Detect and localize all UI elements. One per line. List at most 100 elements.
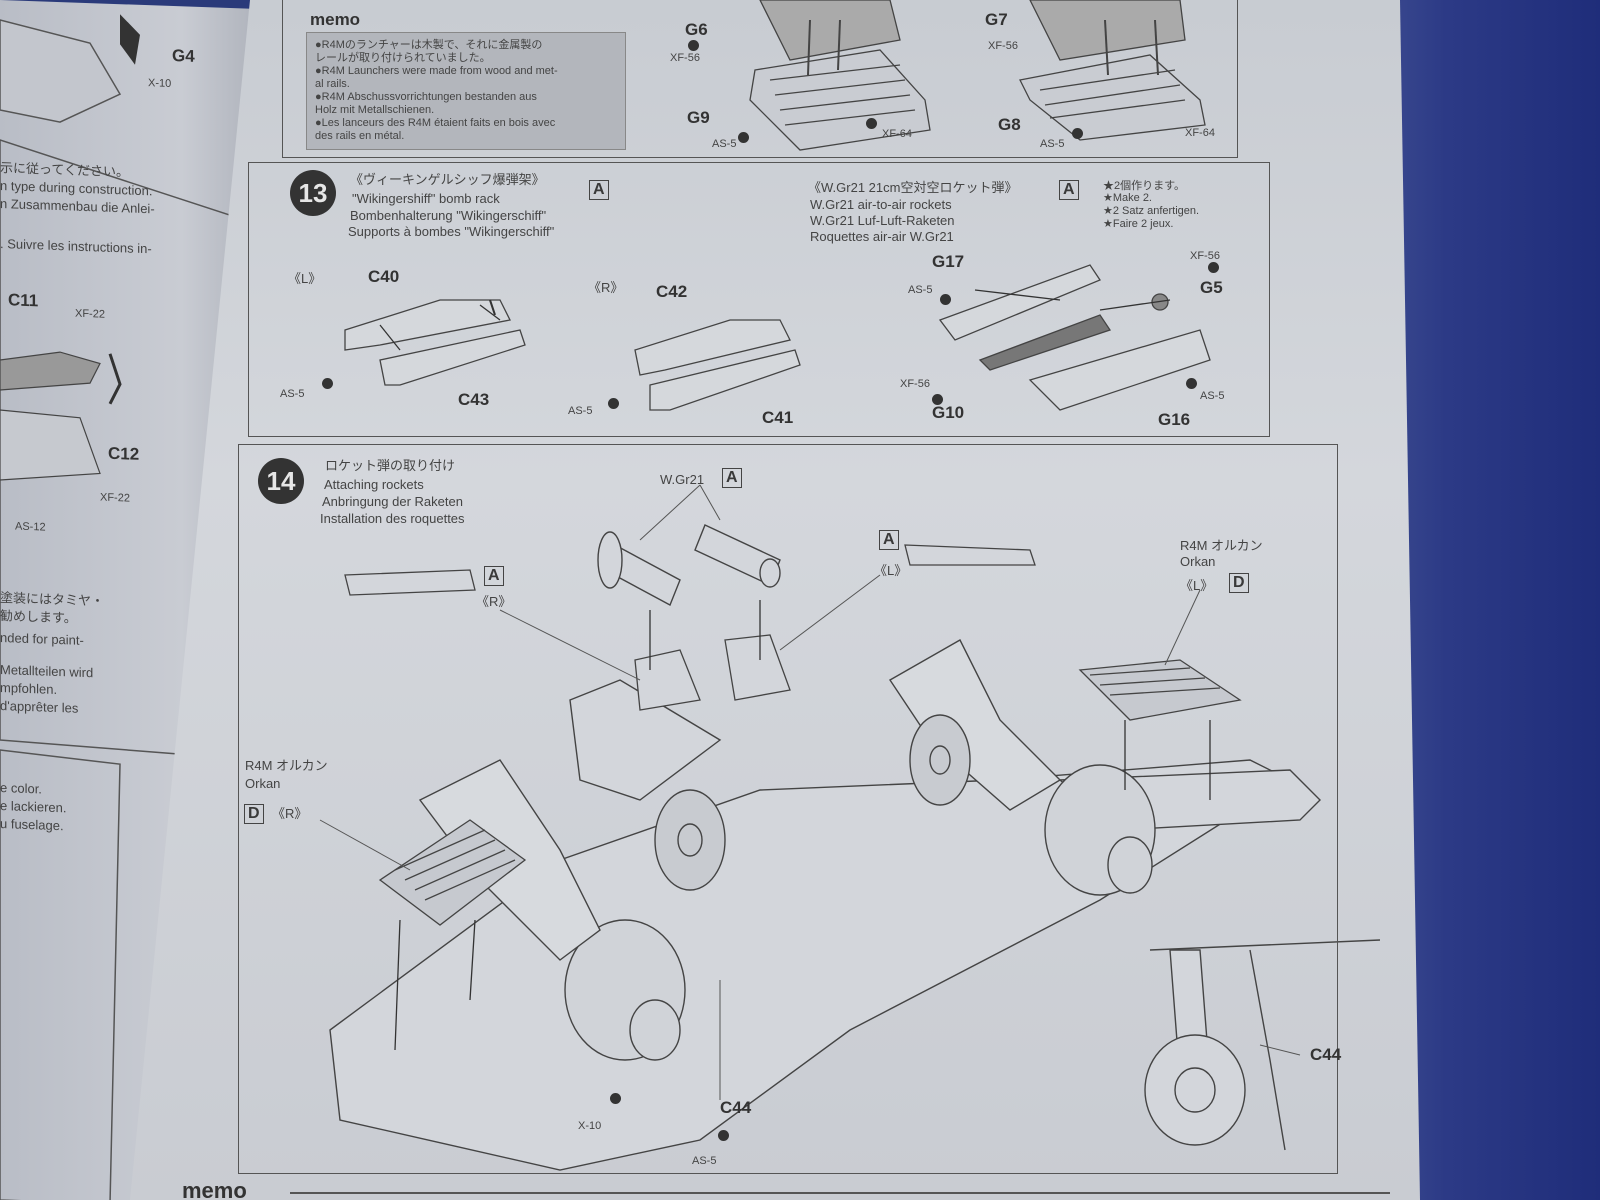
paint-as5-g17: AS-5 xyxy=(908,284,933,296)
part-g7: G7 xyxy=(985,10,1008,29)
step13-badge-a: A xyxy=(589,180,609,200)
orkan-rack-top-left xyxy=(749,0,931,151)
part-g17: G17 xyxy=(932,252,965,271)
step14-frame xyxy=(238,444,1338,1174)
part-g10: G10 xyxy=(932,403,965,422)
rocket-title-de: W.Gr21 Luf-Luft-Raketen xyxy=(810,213,955,228)
step13-title-en: "Wikingershiff" bomb rack xyxy=(352,191,500,206)
step14-title-en: Attaching rockets xyxy=(324,477,424,492)
rocket-tubes-wgr21 xyxy=(597,524,781,606)
paint-as5-c44: AS-5 xyxy=(692,1155,717,1167)
top-section-frame xyxy=(282,0,1238,158)
step13-title-de: Bombenhalterung "Wikingerschiff" xyxy=(350,208,547,223)
paint-dot xyxy=(322,378,333,389)
part-c43: C43 xyxy=(458,390,490,409)
step14-number: 14 xyxy=(258,458,304,504)
part-g5: G5 xyxy=(1200,278,1223,297)
rocket-badge-a: A xyxy=(1059,180,1079,200)
make2-de: ★2 Satz anfertigen. xyxy=(1103,205,1200,217)
make2-en: ★Make 2. xyxy=(1103,192,1152,204)
orkan-rack-top-right xyxy=(1019,0,1206,141)
memo-line-8: des rails en métal. xyxy=(315,130,405,142)
part-g9: G9 xyxy=(687,108,710,127)
paint-xf64-a: XF-64 xyxy=(882,128,912,140)
paint-dot xyxy=(738,132,749,143)
memo-line-4: al rails. xyxy=(315,78,350,90)
left-page-drawings xyxy=(0,14,241,1200)
side-l-orkan: 《L》 xyxy=(1180,578,1214,593)
step13-side-l: 《L》 xyxy=(288,271,322,286)
paint-dot xyxy=(688,40,699,51)
paint-dot xyxy=(610,1093,621,1104)
bomb-racks-small xyxy=(344,544,1036,711)
badge-d-right: D xyxy=(244,804,264,824)
rocket-title-jp: 《W.Gr21 21cm空対空ロケット弾》 xyxy=(808,180,1018,195)
make2-fr: ★Faire 2 jeux. xyxy=(1103,218,1174,230)
part-c40: C40 xyxy=(368,267,400,286)
paint-as5-c40: AS-5 xyxy=(280,388,305,400)
part-c42: C42 xyxy=(656,282,688,301)
step13-side-r: 《R》 xyxy=(588,280,624,295)
r4m-left-en: Orkan xyxy=(1180,554,1216,569)
rocket-title-en: W.Gr21 air-to-air rockets xyxy=(810,197,952,212)
memo-box: ●R4Mのランチャーは木製で、それに金属製の レールが取り付けられていました。 … xyxy=(306,32,626,150)
engine-right xyxy=(889,639,1156,896)
paint-x10-step14: X-10 xyxy=(578,1120,602,1132)
paint-dot xyxy=(1186,378,1197,389)
step13-title-fr: Supports à bombes "Wikingerschiff" xyxy=(348,224,555,239)
memo-line-7: ●Les lanceurs des R4M étaient faits en b… xyxy=(315,117,556,129)
side-r-rack: 《R》 xyxy=(476,594,512,609)
memo-line-5: ●R4M Abschussvorrichtungen bestanden aus xyxy=(315,91,537,103)
r4m-left-jp: R4M オルカン xyxy=(1180,538,1263,553)
part-c41: C41 xyxy=(762,408,794,427)
paint-xf56-b: XF-56 xyxy=(988,40,1018,52)
orkan-rack-right xyxy=(1078,659,1242,721)
memo-line-2: レールが取り付けられていました。 xyxy=(315,52,491,64)
paint-as5-a: AS-5 xyxy=(712,138,737,150)
paint-xf64-b: XF-64 xyxy=(1185,127,1215,139)
side-l-rack: 《L》 xyxy=(874,563,908,578)
landing-gear-detail xyxy=(1144,939,1381,1151)
part-g16: G16 xyxy=(1158,410,1191,429)
part-c44-a: C44 xyxy=(720,1098,752,1117)
paint-dot xyxy=(718,1130,729,1141)
paint-xf56-g5: XF-56 xyxy=(1190,250,1220,262)
badge-d-left: D xyxy=(1229,573,1249,593)
left-page: G4 X-10 示に従ってください。 n type during constru… xyxy=(0,0,260,1200)
rocket-title-fr: Roquettes air-air W.Gr21 xyxy=(810,229,954,244)
paint-xf56-a: XF-56 xyxy=(670,52,700,64)
paint-dot xyxy=(1208,262,1219,273)
part-c44-b: C44 xyxy=(1310,1045,1342,1064)
r4m-right-en: Orkan xyxy=(245,776,281,791)
bomb-rack-left xyxy=(344,299,526,386)
paint-dot xyxy=(608,398,619,409)
step14-title-fr: Installation des roquettes xyxy=(320,511,465,526)
bomb-rack-right xyxy=(634,319,801,411)
main-wheel-left xyxy=(654,714,971,891)
part-g8: G8 xyxy=(998,115,1021,134)
assembly-arrows xyxy=(379,289,1211,1051)
memo-title-top: memo xyxy=(310,10,361,29)
label-wgr21: W.Gr21 xyxy=(660,472,705,487)
paint-as5-g16: AS-5 xyxy=(1200,390,1225,402)
orkan-rack-left xyxy=(378,819,527,926)
paint-as5-c42: AS-5 xyxy=(568,405,593,417)
memo-line-1: ●R4Mのランチャーは木製で、それに金属製の xyxy=(315,39,543,51)
badge-a-right-rack: A xyxy=(484,566,504,586)
paint-xf56-g10: XF-56 xyxy=(900,378,930,390)
r4m-right-jp: R4M オルカン xyxy=(245,758,328,773)
step14-title-de: Anbringung der Raketen xyxy=(322,494,463,509)
memo-title-bottom: memo xyxy=(182,1178,247,1200)
make2-jp: ★2個作ります。 xyxy=(1103,180,1186,192)
badge-a-wgr21: A xyxy=(722,468,742,488)
paint-dot xyxy=(940,294,951,305)
step14-title-jp: ロケット弾の取り付け xyxy=(325,458,456,473)
memo-line-6: Holz mit Metallschienen. xyxy=(315,104,435,116)
paint-dot xyxy=(866,118,877,129)
leader-lines xyxy=(319,484,1301,1100)
step13-title-jp: 《ヴィーキンゲルシッフ爆弾架》 xyxy=(350,172,545,187)
step13-frame xyxy=(248,162,1270,437)
memo-line-3: ●R4M Launchers were made from wood and m… xyxy=(315,65,558,77)
badge-a-left-rack: A xyxy=(879,530,899,550)
